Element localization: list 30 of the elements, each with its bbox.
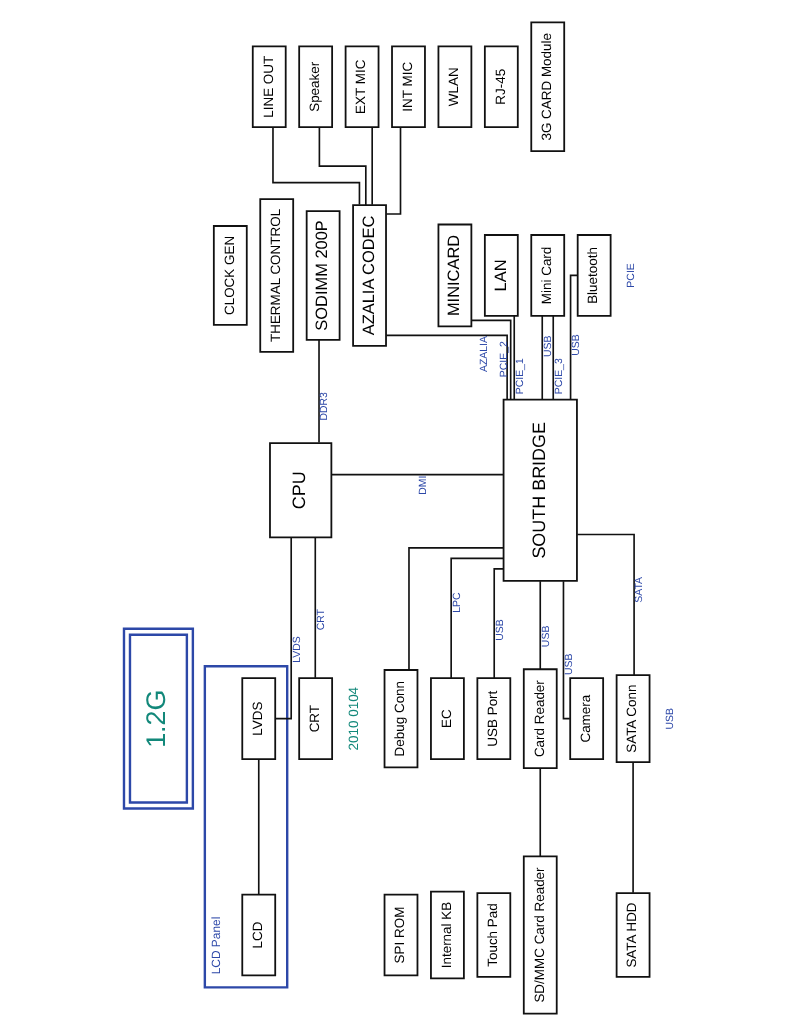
connector: [512, 315, 515, 400]
connector: [271, 126, 360, 206]
connector: [317, 339, 319, 444]
connector: [370, 126, 372, 206]
connector: [449, 557, 504, 680]
connector: [384, 126, 401, 215]
node-box: CPU: [268, 442, 332, 539]
connector: [575, 533, 634, 676]
node-box: 1.2G: [121, 627, 194, 810]
connector: [538, 580, 541, 670]
connector: [313, 536, 316, 679]
connector: [540, 315, 543, 400]
connector: [256, 758, 259, 896]
connector: [492, 568, 504, 679]
connector: [568, 274, 578, 400]
connector: [538, 767, 541, 858]
node-box: SODIMM 200P: [304, 210, 340, 341]
node-box: MINICARD: [436, 223, 472, 328]
node-box: LAN: [482, 234, 518, 317]
node-box: AZALIA CODEC: [351, 204, 386, 347]
connector: [273, 536, 292, 720]
connector: [631, 761, 633, 894]
connector: [561, 580, 570, 720]
connector: [551, 315, 554, 400]
connector: [470, 319, 511, 401]
connector: [407, 547, 503, 671]
connector: [317, 126, 366, 206]
connector: [384, 334, 507, 401]
node-box: SOUTH BRIDGE: [501, 398, 577, 582]
connector: [329, 473, 504, 476]
